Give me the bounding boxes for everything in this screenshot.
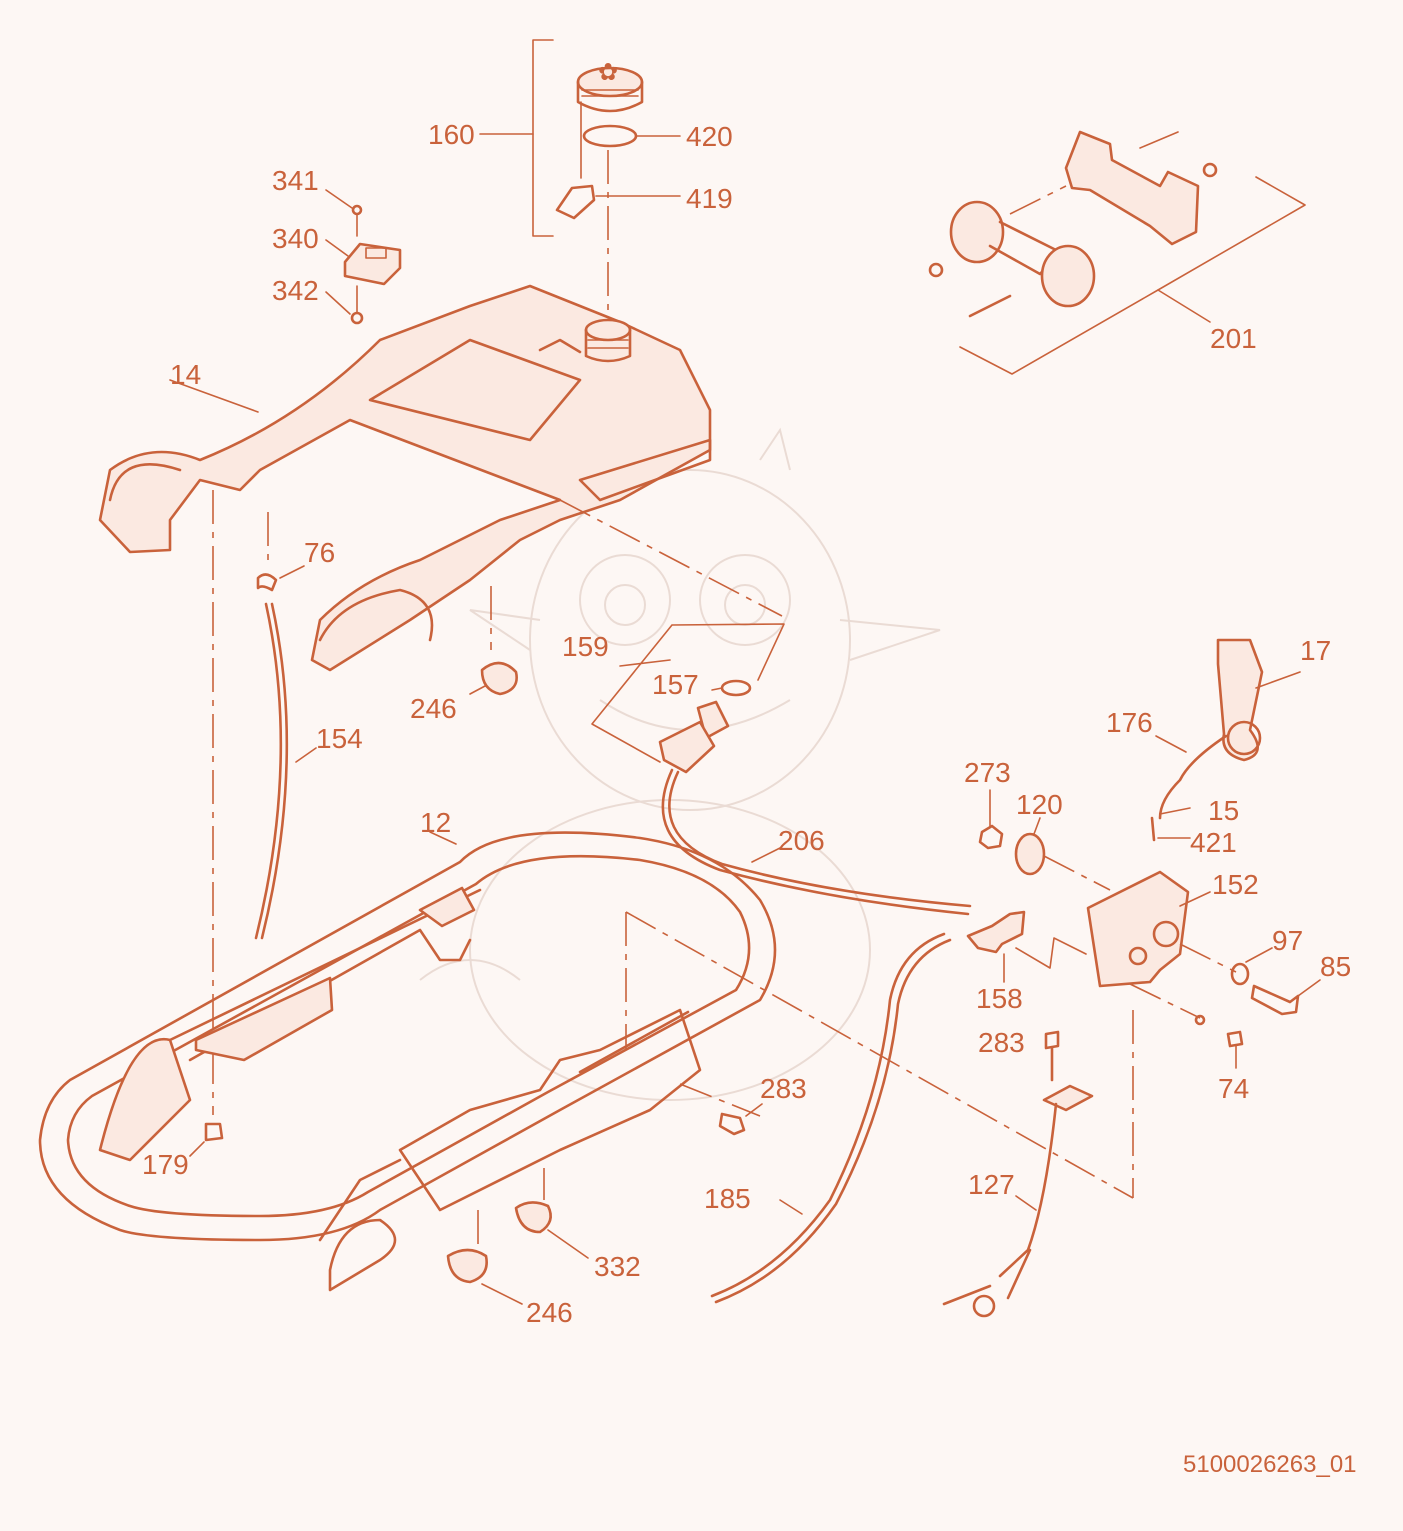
label-160: 160: [428, 119, 475, 150]
throttle-lever: [1150, 638, 1301, 842]
label-421: 421: [1190, 827, 1237, 858]
label-201: 201: [1210, 323, 1257, 354]
label-85: 85: [1320, 951, 1351, 982]
label-157: 157: [652, 669, 699, 700]
label-14: 14: [170, 359, 201, 390]
label-97: 97: [1272, 925, 1303, 956]
label-158: 158: [976, 983, 1023, 1014]
fuel-tank-cover: [98, 284, 712, 672]
label-273: 273: [964, 757, 1011, 788]
label-176: 176: [1106, 707, 1153, 738]
label-246-upper: 246: [410, 693, 457, 724]
label-341: 341: [272, 165, 319, 196]
return-hose: [710, 932, 952, 1304]
drawing-reference-number: 5100026263_01: [1183, 1451, 1357, 1478]
fuel-tap: [966, 910, 1087, 983]
label-120: 120: [1016, 789, 1063, 820]
label-152: 152: [1212, 869, 1259, 900]
label-76: 76: [304, 537, 335, 568]
bolt-283-lower: [718, 1103, 763, 1136]
handle-clamp-set: [928, 130, 1306, 375]
label-127: 127: [968, 1169, 1015, 1200]
label-419: 419: [686, 183, 733, 214]
label-420: 420: [686, 121, 733, 152]
label-340: 340: [272, 223, 319, 254]
fuel-cap-assembly: ✿: [479, 39, 681, 318]
label-246-lower: 246: [526, 1297, 573, 1328]
hose-clamp-and-vent-hose: [254, 565, 317, 940]
hour-meter: [325, 189, 402, 325]
label-17: 17: [1300, 635, 1331, 666]
label-185: 185: [704, 1183, 751, 1214]
label-206: 206: [778, 825, 825, 856]
label-15: 15: [1208, 795, 1239, 826]
label-332: 332: [594, 1251, 641, 1282]
throttle-bracket-plate: [1086, 870, 1237, 1198]
label-283-upper: 283: [978, 1027, 1025, 1058]
base-frame: [38, 831, 1134, 1292]
washer-and-bolt: [1230, 947, 1321, 1016]
lower-clamps: [446, 1168, 589, 1305]
label-154: 154: [316, 723, 363, 754]
fuel-filter-assembly: [591, 623, 972, 916]
label-74: 74: [1218, 1073, 1249, 1104]
watermark-mascot: [419, 427, 941, 1101]
label-12: 12: [420, 807, 451, 838]
ground-cable: [942, 1030, 1094, 1318]
clamp-246-upper: [469, 661, 518, 696]
screw-74: [1194, 1014, 1244, 1069]
svg-text:✿: ✿: [598, 59, 618, 86]
label-179: 179: [142, 1149, 189, 1180]
bolt-179: [189, 1122, 224, 1157]
label-283-lower: 283: [760, 1073, 807, 1104]
nut-and-washer: [978, 789, 1111, 891]
label-342: 342: [272, 275, 319, 306]
label-159: 159: [562, 631, 609, 662]
